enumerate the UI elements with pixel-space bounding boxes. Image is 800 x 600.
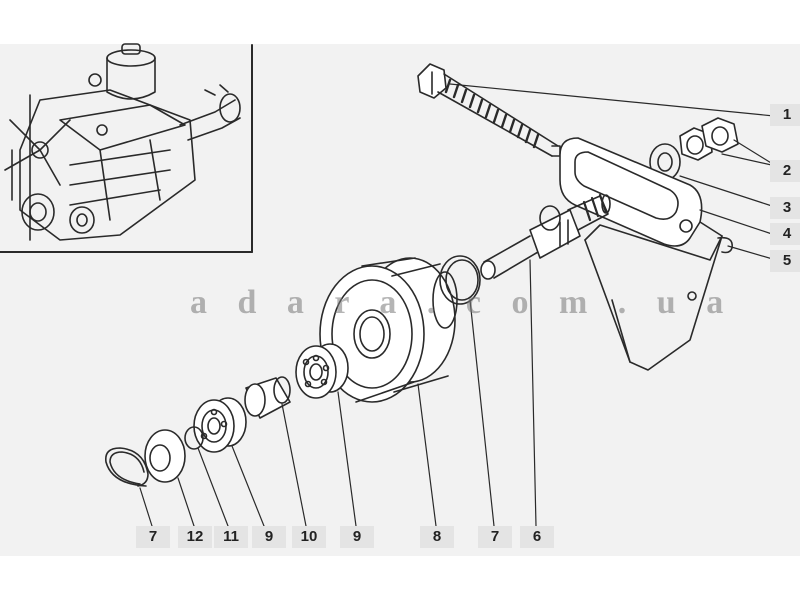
bearing-icon bbox=[193, 397, 247, 453]
callout-7-left: 7 bbox=[136, 526, 170, 548]
snap-ring-icon bbox=[439, 255, 481, 305]
cap-washer-icon bbox=[144, 429, 186, 483]
callout-2: 2 bbox=[770, 160, 800, 182]
callout-8: 8 bbox=[420, 526, 454, 548]
watermark-text: a d a r a . c o m . u a bbox=[190, 284, 735, 321]
callout-11: 11 bbox=[214, 526, 248, 548]
retaining-ring-icon bbox=[184, 426, 204, 450]
callout-4: 4 bbox=[770, 223, 800, 245]
bearing-icon bbox=[295, 343, 349, 399]
leader-lines bbox=[139, 83, 777, 527]
callout-9-mid: 9 bbox=[340, 526, 374, 548]
axle-icon bbox=[480, 193, 611, 280]
callout-6: 6 bbox=[520, 526, 554, 548]
callout-7-bottom: 7 bbox=[478, 526, 512, 548]
bolt-icon bbox=[417, 63, 561, 157]
callout-10: 10 bbox=[292, 526, 326, 548]
snap-ring-icon bbox=[104, 447, 149, 487]
callout-3: 3 bbox=[770, 197, 800, 219]
callout-12: 12 bbox=[178, 526, 212, 548]
nuts-icon bbox=[679, 117, 739, 161]
pulley-icon bbox=[319, 257, 458, 403]
callout-1: 1 bbox=[770, 104, 800, 126]
engine-inset-illustration bbox=[0, 43, 253, 253]
callout-9-left: 9 bbox=[252, 526, 286, 548]
callout-5: 5 bbox=[770, 250, 800, 272]
bushing-icon bbox=[244, 376, 291, 419]
bracket-icon bbox=[559, 137, 734, 371]
